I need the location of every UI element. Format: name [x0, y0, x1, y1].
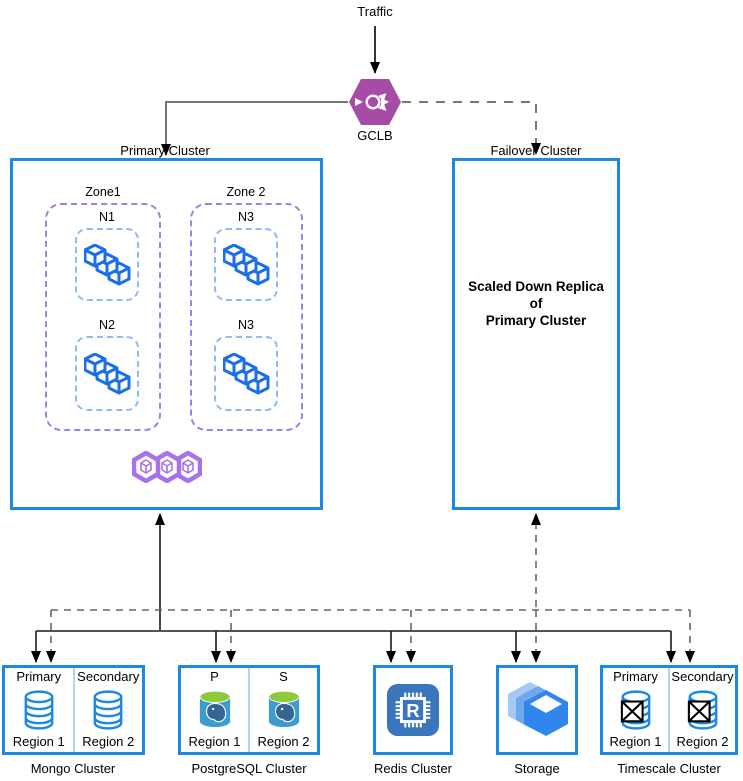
mongo-secondary-role-label: Secondary: [77, 669, 140, 684]
postgres-secondary-half: S Region 2: [250, 668, 317, 752]
node-n3a-label: N3: [238, 210, 254, 224]
load-balancer-icon: [349, 79, 401, 125]
zone1-label: Zone1: [85, 185, 121, 199]
node-n2-box: [75, 336, 139, 411]
timescale-secondary-region-label: Region 2: [676, 734, 729, 749]
timescale-cluster-title: Timescale Cluster: [617, 761, 721, 776]
postgresql-cluster-box: P Region 1 S: [178, 665, 320, 755]
postgres-primary-region-label: Region 1: [188, 734, 241, 749]
timescale-primary-role-label: Primary: [613, 669, 658, 684]
replication-arrows: [53, 703, 685, 714]
timescale-primary-region-label: Region 1: [609, 734, 662, 749]
mongo-primary-half: Primary Region 1: [5, 668, 73, 752]
storage-title: Storage: [514, 761, 560, 776]
timescale-secondary-half: Secondary Region 2: [670, 668, 735, 752]
postgresql-icon: [198, 690, 231, 727]
zone2-label: Zone 2: [226, 185, 266, 199]
workload-cubes-icon: [222, 352, 269, 394]
database-cylinder-icon: [24, 689, 54, 730]
redis-letter: R: [406, 700, 419, 721]
failover-to-databases-dashed-connectors: [46, 513, 695, 663]
traffic-label: Traffic: [357, 4, 393, 19]
mongo-primary-region-label: Region 1: [12, 734, 65, 749]
redis-cluster-title: Redis Cluster: [373, 761, 453, 776]
postgresql-cluster-title: PostgreSQL Cluster: [191, 761, 307, 776]
postgres-primary-half: P Region 1: [181, 668, 248, 752]
redis-chip-icon: R: [386, 683, 440, 737]
mongo-secondary-half: Secondary Region 2: [75, 668, 143, 752]
timescale-primary-half: Primary Region 1: [603, 668, 668, 752]
node-n1-box: [75, 228, 139, 301]
node-n1-label: N1: [99, 210, 115, 224]
mongo-secondary-region-label: Region 2: [82, 734, 135, 749]
postgres-primary-role-label: P: [210, 669, 219, 684]
redis-cluster-box: R: [373, 665, 453, 755]
failover-cluster-description: Scaled Down Replica of Primary Cluster: [468, 279, 604, 328]
node-n3b-label: N3: [238, 318, 254, 332]
workload-cubes-icon: [222, 243, 269, 285]
storage-cubes-icon: [508, 682, 568, 736]
mongo-cluster-box: Primary Region 1 Secondary: [2, 665, 145, 755]
gclb-label: GCLB: [357, 128, 393, 143]
failover-cluster-label: Failover Cluster: [490, 143, 582, 158]
postgres-secondary-region-label: Region 2: [257, 734, 310, 749]
timescale-database-icon: [687, 689, 717, 730]
failover-cluster-box: Scaled Down Replica of Primary Cluster: [452, 158, 620, 510]
database-cylinder-icon: [93, 689, 123, 730]
node-n3b-box: [214, 336, 278, 411]
timescale-divider: [668, 668, 670, 752]
pods-hexagons-icon: [131, 450, 203, 488]
postgres-secondary-role-label: S: [279, 669, 288, 684]
primary-cluster-label: Primary Cluster: [120, 143, 210, 158]
zone2-boundary: [190, 203, 303, 431]
timescale-database-icon: [620, 689, 650, 730]
timescale-cluster-box: Primary Region 1: [600, 665, 738, 755]
node-n3a-box: [214, 228, 278, 301]
node-n2-label: N2: [99, 318, 115, 332]
storage-box: [496, 665, 578, 755]
postgresql-icon: [267, 690, 300, 727]
primary-to-databases-solid-connectors: [31, 513, 676, 663]
workload-cubes-icon: [83, 352, 130, 394]
timescale-secondary-role-label: Secondary: [671, 669, 734, 684]
mongo-primary-role-label: Primary: [16, 669, 62, 684]
mongo-divider: [72, 668, 75, 752]
workload-cubes-icon: [83, 243, 130, 285]
postgres-divider: [248, 668, 250, 752]
primary-cluster-box: Zone1 Zone 2 N1 N2: [10, 158, 323, 510]
zone1-boundary: [45, 203, 161, 431]
mongo-cluster-title: Mongo Cluster: [30, 761, 116, 776]
gclb-node: [348, 78, 402, 131]
